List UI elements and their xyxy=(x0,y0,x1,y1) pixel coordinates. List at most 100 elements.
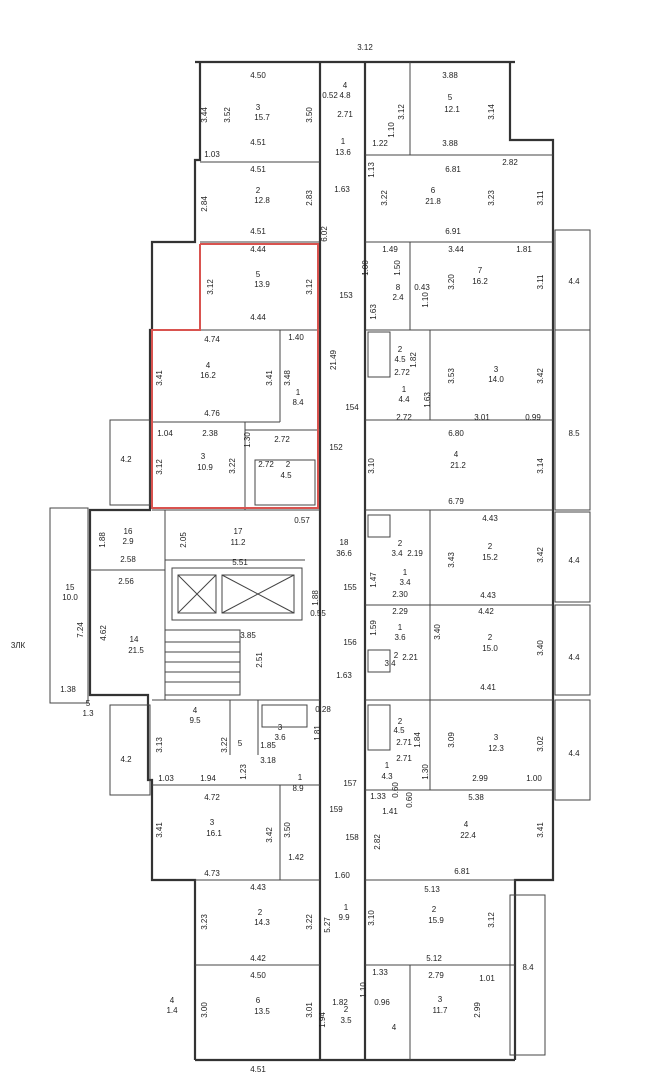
plan-label: 3.50 xyxy=(283,822,292,838)
plan-label: 3.11 xyxy=(536,190,545,206)
plan-label: 156 xyxy=(343,638,357,647)
plan-label: 3.6 xyxy=(394,633,406,642)
plan-label: 2 xyxy=(432,905,437,914)
plan-label: 8.4 xyxy=(292,398,304,407)
plan-label: 3 xyxy=(494,365,499,374)
plan-label: 4.44 xyxy=(250,245,266,254)
plan-label: 152 xyxy=(329,443,343,452)
plan-label: 3.53 xyxy=(447,368,456,384)
plan-label: 3.88 xyxy=(442,71,458,80)
plan-label: 11.2 xyxy=(231,538,247,547)
plan-label: 159 xyxy=(329,805,343,814)
plan-label: 2.84 xyxy=(200,196,209,212)
plan-label: 2.99 xyxy=(472,774,488,783)
plan-label: 17 xyxy=(234,527,243,536)
plan-label: 2.71 xyxy=(396,754,412,763)
plan-label: 3 xyxy=(438,995,443,1004)
plan-label: 4.51 xyxy=(250,227,266,236)
plan-label: 15.7 xyxy=(254,113,270,122)
plan-label: 13.9 xyxy=(254,280,270,289)
plan-label: 4 xyxy=(343,81,348,90)
plan-label: 3.02 xyxy=(536,736,545,752)
plan-label: 3.12 xyxy=(155,459,164,475)
plan-label: 4 xyxy=(464,820,469,829)
plan-label: 2.82 xyxy=(373,834,382,850)
plan-label: 4.51 xyxy=(250,138,266,147)
plan-label: 0.96 xyxy=(374,998,390,1007)
plan-label: 3 xyxy=(278,723,283,732)
plan-label: 1.03 xyxy=(204,150,220,159)
plan-label: 18 xyxy=(340,538,349,547)
plan-label: 4.74 xyxy=(204,335,220,344)
plan-label: 2.99 xyxy=(473,1002,482,1018)
plan-label: 0.60 xyxy=(405,792,414,808)
plan-label: 8.9 xyxy=(292,784,304,793)
plan-label: 1.01 xyxy=(479,974,495,983)
plan-label: 1.03 xyxy=(158,774,174,783)
plan-label: 5.12 xyxy=(426,954,442,963)
plan-label: 6.81 xyxy=(454,867,470,876)
plan-label: 3.12 xyxy=(487,912,496,928)
plan-label: 154 xyxy=(345,403,359,412)
plan-label: 21.49 xyxy=(329,349,338,370)
plan-label: 3.40 xyxy=(433,624,442,640)
plan-label: 1.00 xyxy=(526,774,542,783)
plan-label: 5 xyxy=(86,699,91,708)
plan-label: 16.2 xyxy=(472,277,488,286)
plan-label: 1.94 xyxy=(318,1012,327,1028)
plan-label: 2.79 xyxy=(428,971,444,980)
plan-label: 1.10 xyxy=(387,122,396,138)
plan-label: 4.42 xyxy=(478,607,494,616)
plan-label: 1.3 xyxy=(82,709,94,718)
right-partitions xyxy=(254,62,553,1060)
plan-label: 4 xyxy=(392,1023,397,1032)
plan-label: 1.00 xyxy=(361,260,370,276)
plan-label: 3.23 xyxy=(487,190,496,206)
plan-label: 3.6 xyxy=(274,733,286,742)
plan-label: 158 xyxy=(345,833,359,842)
plan-label: 4 xyxy=(170,996,175,1005)
outer-walls xyxy=(49,60,591,1062)
plan-label: 3.10 xyxy=(367,458,376,474)
plan-label: 3ЛК xyxy=(11,641,26,650)
plan-label: 1.33 xyxy=(370,792,386,801)
plan-label: 3.14 xyxy=(487,104,496,120)
plan-label: 1.49 xyxy=(382,245,398,254)
plan-label: 1.42 xyxy=(288,853,304,862)
plan-label: 1.82 xyxy=(409,352,418,368)
plan-label: 4.50 xyxy=(250,971,266,980)
plan-label: 3 xyxy=(494,733,499,742)
plan-label: 3.23 xyxy=(200,914,209,930)
plan-label: 3.43 xyxy=(447,552,456,568)
plan-label: 3.44 xyxy=(448,245,464,254)
plan-label: 9.5 xyxy=(189,716,201,725)
plan-label: 12.8 xyxy=(254,196,270,205)
plan-label: 1.33 xyxy=(372,968,388,977)
plan-label: 6 xyxy=(256,996,261,1005)
plan-label: 3.42 xyxy=(536,547,545,563)
plan-label: 15 xyxy=(66,583,75,592)
plan-label: 36.6 xyxy=(336,549,352,558)
plan-label: 4.76 xyxy=(204,409,220,418)
plan-label: 16 xyxy=(124,527,133,536)
plan-label: 8.5 xyxy=(568,429,580,438)
plan-label: 1 xyxy=(341,137,346,146)
plan-label: 4.73 xyxy=(204,869,220,878)
plan-label: 1.63 xyxy=(336,671,352,680)
plan-label: 1.13 xyxy=(367,162,376,178)
plan-label: 4.51 xyxy=(250,1065,266,1074)
plan-label: 3.20 xyxy=(447,274,456,290)
plan-label: 2.56 xyxy=(118,577,134,586)
plan-label: 1 xyxy=(385,761,390,770)
plan-label: 3.42 xyxy=(265,827,274,843)
plan-label: 3.11 xyxy=(536,274,545,290)
plan-label: 4.5 xyxy=(280,471,292,480)
plan-label: 2.05 xyxy=(179,532,188,548)
plan-label: 4.72 xyxy=(204,793,220,802)
plan-label: 3.41 xyxy=(536,822,545,838)
plan-label: 7.24 xyxy=(76,622,85,638)
plan-label: 22.4 xyxy=(460,831,476,840)
plan-label: 1 xyxy=(298,773,303,782)
plan-label: 13.5 xyxy=(254,1007,270,1016)
